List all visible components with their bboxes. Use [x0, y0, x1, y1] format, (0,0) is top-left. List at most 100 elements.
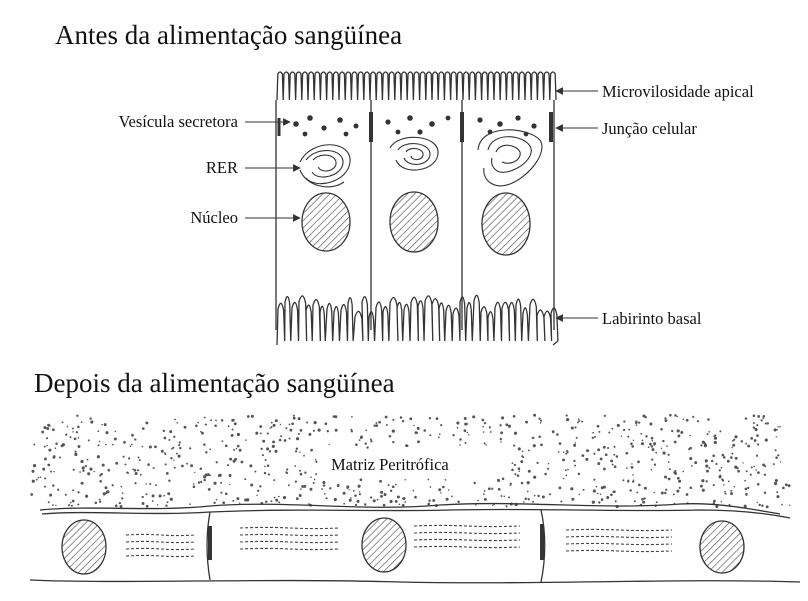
stipple-dot	[528, 498, 530, 500]
stipple-dot	[370, 496, 372, 498]
stipple-dot	[723, 456, 726, 459]
stipple-dot	[579, 494, 581, 496]
stipple-dot	[102, 464, 105, 467]
stipple-dot	[72, 431, 73, 432]
stipple-dot	[353, 490, 355, 492]
stipple-dot	[271, 422, 273, 424]
stipple-dot	[222, 501, 225, 504]
stipple-dot	[105, 431, 108, 434]
stipple-dot	[654, 464, 656, 466]
stipple-dot	[82, 470, 84, 472]
stipple-dot	[259, 425, 262, 428]
stipple-dot	[262, 440, 265, 443]
stipple-dot	[782, 487, 785, 490]
stipple-dot	[272, 440, 275, 443]
stipple-dot	[598, 501, 600, 503]
stipple-dot	[270, 500, 272, 502]
stipple-dot	[773, 463, 775, 465]
stipple-dot	[97, 444, 99, 446]
stipple-dot	[174, 419, 176, 421]
stipple-dot	[334, 498, 337, 501]
stipple-dot	[707, 433, 709, 435]
stipple-dot	[262, 454, 264, 456]
stipple-dot	[231, 434, 234, 437]
stipple-dot	[315, 459, 317, 461]
stipple-dot	[365, 443, 367, 445]
stipple-dot	[348, 489, 349, 490]
stipple-dot	[314, 421, 317, 424]
stipple-dot	[656, 501, 658, 503]
stipple-dot	[692, 416, 694, 418]
stipple-dot	[735, 457, 738, 460]
stipple-dot	[417, 427, 420, 430]
stipple-dot	[416, 432, 418, 434]
stipple-dot	[76, 431, 78, 433]
stipple-dot	[665, 419, 668, 422]
stipple-dot	[392, 441, 394, 443]
stipple-dot	[730, 490, 732, 492]
stipple-dot	[231, 419, 233, 421]
stipple-dot	[677, 429, 680, 432]
stipple-dot	[510, 483, 512, 485]
stipple-dot	[674, 470, 676, 472]
stipple-dot	[283, 496, 286, 499]
stipple-dot	[403, 497, 406, 500]
stipple-dot	[273, 424, 276, 427]
stipple-dot	[46, 427, 49, 430]
stipple-dot	[737, 470, 740, 473]
stipple-dot	[205, 451, 207, 453]
stipple-dot	[517, 474, 520, 477]
stipple-dot	[628, 429, 630, 431]
stipple-dot	[533, 444, 536, 447]
stipple-dot	[761, 419, 763, 421]
stipple-dot	[549, 493, 551, 495]
stipple-dot	[721, 467, 723, 469]
stipple-dot	[611, 428, 613, 430]
after-nucleus-1	[62, 520, 106, 574]
stipple-dot	[119, 502, 121, 504]
stipple-dot	[176, 422, 178, 424]
stipple-dot	[284, 439, 287, 442]
stipple-dot	[525, 421, 528, 424]
stipple-dot	[255, 432, 258, 435]
stipple-dot	[563, 478, 565, 480]
stipple-dot	[229, 484, 230, 485]
stipple-dot	[513, 445, 515, 447]
stipple-dot	[216, 499, 217, 500]
stipple-dot	[265, 459, 267, 461]
stipple-dot	[459, 438, 462, 441]
stipple-dot	[213, 482, 216, 485]
stipple-dot	[565, 469, 567, 471]
stipple-dot	[195, 425, 198, 428]
stipple-dot	[260, 448, 262, 450]
stipple-dot	[571, 426, 574, 429]
stipple-dot	[267, 465, 270, 468]
stipple-dot	[149, 483, 151, 485]
stipple-dot	[508, 496, 510, 498]
stipple-dot	[452, 434, 454, 436]
stipple-dot	[651, 459, 653, 461]
stipple-dot	[727, 460, 730, 463]
stipple-dot	[146, 483, 147, 484]
stipple-dot	[651, 437, 654, 440]
stipple-dot	[721, 501, 722, 502]
stipple-dot	[464, 423, 467, 426]
stipple-dot	[570, 487, 573, 490]
stipple-dot	[629, 489, 631, 491]
stipple-dot	[451, 496, 453, 498]
stipple-dot	[205, 424, 207, 426]
stipple-dot	[600, 457, 603, 460]
nucleus-cell-2	[390, 192, 438, 252]
stipple-dot	[427, 503, 430, 506]
stipple-dot	[448, 489, 450, 491]
stipple-dot	[72, 500, 75, 503]
stipple-dot	[101, 424, 103, 426]
stipple-dot	[350, 497, 352, 499]
stipple-dot	[318, 429, 321, 432]
stipple-dot	[552, 430, 555, 433]
stipple-dot	[190, 464, 193, 467]
stipple-dot	[560, 501, 562, 503]
stipple-dot	[82, 466, 85, 469]
stipple-dot	[105, 486, 108, 489]
stipple-dot	[627, 480, 629, 482]
